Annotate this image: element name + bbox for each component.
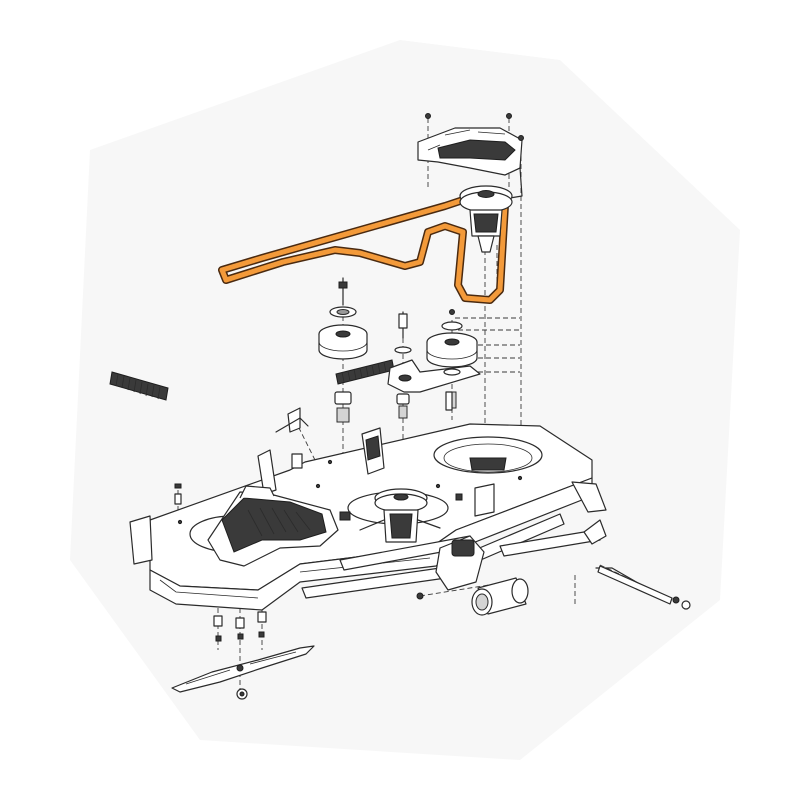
- bolt-icon: [449, 309, 455, 315]
- nut-icon: [416, 592, 424, 600]
- mower-blade: [171, 645, 315, 700]
- center-spindle: [459, 185, 513, 253]
- gauge-roller: [471, 577, 529, 616]
- idler-arm: [387, 311, 481, 419]
- nut-icon: [681, 600, 691, 610]
- deck-spindle: [359, 488, 441, 543]
- cover-bolt-icon: [518, 135, 524, 141]
- lift-rod: [301, 513, 607, 599]
- cover-bolt-icon: [506, 113, 512, 119]
- idler-pulley-left: [318, 277, 368, 423]
- left-spindle-cover: [207, 485, 339, 567]
- nut-icon: [672, 596, 680, 604]
- hitch-bracket: [416, 535, 485, 600]
- deck-brackets: [129, 407, 607, 565]
- cover-bolt-icon: [425, 113, 431, 119]
- deck-pins: [339, 391, 463, 521]
- deck-hardware: [174, 483, 267, 642]
- belt-cover: [417, 113, 524, 199]
- linkage-rod: [595, 565, 691, 610]
- bolt-icon: [338, 281, 348, 289]
- spare-spring: [109, 371, 169, 401]
